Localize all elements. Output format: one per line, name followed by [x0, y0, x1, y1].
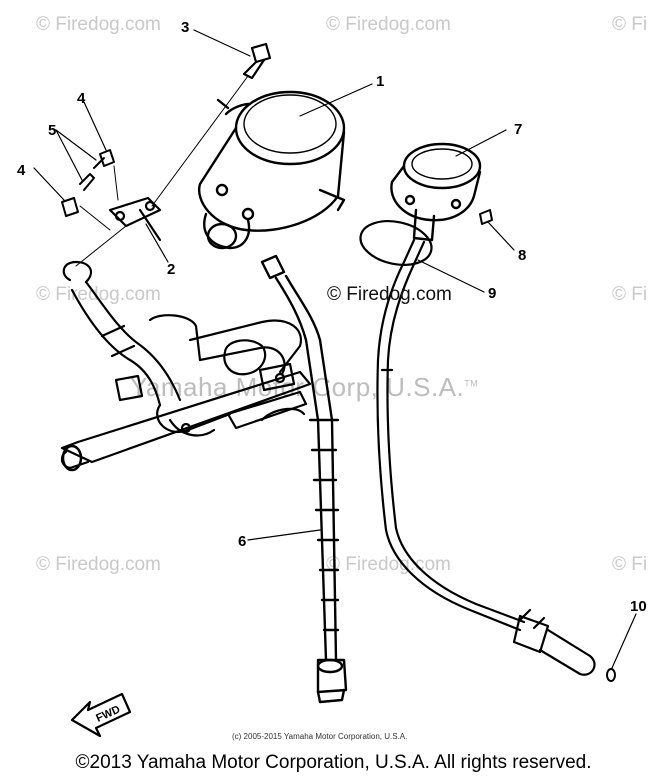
fwd-arrow-icon — [70, 692, 132, 738]
handlebar-bracket-assembly — [60, 260, 312, 472]
watermark: © Firedog.com — [36, 14, 161, 35]
watermark: © Firedog.com — [326, 14, 451, 35]
watermark-prominent: © Firedog.com — [327, 284, 452, 305]
callout-4b: 4 — [17, 162, 26, 179]
callout-7: 7 — [514, 121, 523, 138]
bracket — [75, 196, 162, 267]
callout-5: 5 — [48, 122, 57, 139]
watermark: © Firedog.com — [36, 554, 161, 575]
callout-9: 9 — [488, 285, 497, 302]
copyright-small: (c) 2005-2015 Yamaha Motor Corporation, … — [232, 732, 408, 741]
bolt — [151, 42, 272, 207]
leader-lines — [33, 29, 637, 669]
speedometer — [197, 90, 346, 250]
speedometer-cable — [260, 254, 348, 704]
watermark: © Fi — [612, 554, 648, 575]
watermark: © Fi — [612, 284, 648, 305]
callout-4: 4 — [77, 90, 86, 107]
callout-8: 8 — [518, 247, 527, 264]
sensor-cable — [376, 238, 596, 676]
copyright: ©2013 Yamaha Motor Corporation, U.S.A. A… — [75, 752, 592, 773]
callout-6: 6 — [238, 533, 247, 550]
watermark: © Fi — [612, 14, 648, 35]
tachometer — [390, 142, 482, 242]
callout-10: 10 — [630, 598, 647, 615]
callout-2: 2 — [167, 261, 176, 278]
small-screw — [479, 209, 493, 225]
o-ring — [359, 220, 433, 266]
callout-1: 1 — [376, 73, 385, 90]
watermark: © Firedog.com — [36, 284, 161, 305]
callout-3: 3 — [181, 19, 190, 36]
small-ring — [606, 668, 616, 682]
yamaha-watermark: Yamaha Motor Corp, U.S.A.TM — [130, 372, 479, 402]
screws-and-nuts — [61, 149, 119, 231]
